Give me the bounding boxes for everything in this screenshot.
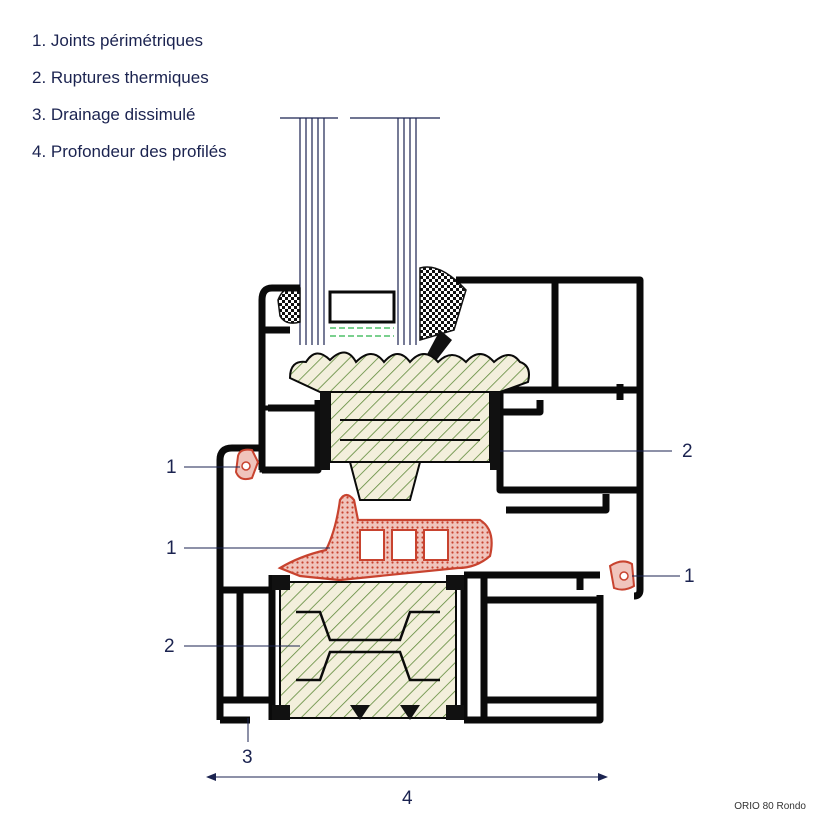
perimeter-gasket-right xyxy=(608,560,636,591)
glass-pane-left xyxy=(299,118,325,345)
glazing-gasket-inner xyxy=(277,286,301,324)
legend-item-thermal-breaks: 2. Ruptures thermiques xyxy=(32,68,209,87)
callout-thermal-break-upper: 2 xyxy=(682,441,693,462)
central-gasket xyxy=(277,493,493,582)
legend-item-depth: 4. Profondeur des profilés xyxy=(32,142,227,161)
legend: 1. Joints périmétriques 2. Ruptures ther… xyxy=(32,28,227,176)
glazing-unit xyxy=(280,117,440,345)
perimeter-gasket-left xyxy=(234,448,260,481)
callout-drainage: 3 xyxy=(242,747,253,768)
thermal-break-lower xyxy=(272,575,464,720)
callout-thermal-break-lower: 2 xyxy=(164,636,175,657)
glass-pane-right xyxy=(397,118,417,345)
glazing-spacer xyxy=(328,290,396,337)
legend-item-drainage: 3. Drainage dissimulé xyxy=(32,105,196,124)
model-caption: ORIO 80 Rondo xyxy=(734,801,806,812)
callout-gasket-middle: 1 xyxy=(166,538,177,559)
sash-chamber xyxy=(259,405,321,473)
legend-item-gaskets: 1. Joints périmétriques xyxy=(32,31,204,50)
callout-depth: 4 xyxy=(402,788,413,809)
leader-lines xyxy=(184,450,680,742)
thermal-break-upper xyxy=(288,351,530,501)
callout-gasket-right: 1 xyxy=(684,566,695,587)
frame-profile xyxy=(216,444,604,724)
depth-dimension xyxy=(206,773,608,781)
callout-gasket-left: 1 xyxy=(166,457,177,478)
